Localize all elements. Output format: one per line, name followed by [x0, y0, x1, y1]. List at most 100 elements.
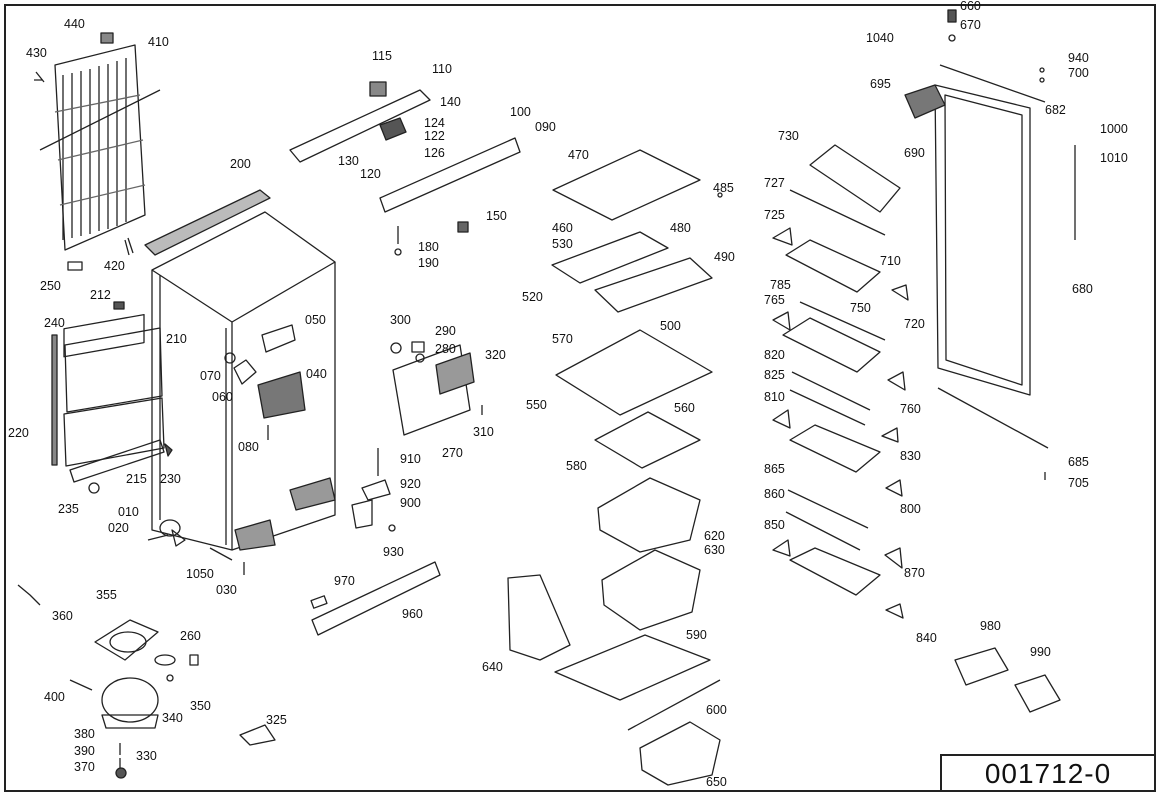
bottom-cover — [310, 561, 441, 636]
part-label: 490 — [714, 250, 735, 264]
fridge-door — [904, 9, 1076, 480]
control-housing — [289, 81, 521, 256]
part-label: 080 — [238, 440, 259, 454]
part-label: 030 — [216, 583, 237, 597]
part-label: 330 — [136, 749, 157, 763]
part-label: 350 — [190, 699, 211, 713]
part-label: 990 — [1030, 645, 1051, 659]
cabinet-body — [144, 189, 336, 551]
part-label: 140 — [440, 95, 461, 109]
drawers — [507, 477, 721, 786]
part-label: 800 — [900, 502, 921, 516]
condenser-coil — [39, 44, 161, 251]
part-label: 1010 — [1100, 151, 1128, 165]
part-label: 180 — [418, 240, 439, 254]
part-label: 920 — [400, 477, 421, 491]
part-label: 370 — [74, 760, 95, 774]
part-label: 750 — [850, 301, 871, 315]
part-label: 705 — [1068, 476, 1089, 490]
part-label: 682 — [1045, 103, 1066, 117]
part-label: 820 — [764, 348, 785, 362]
part-label: 860 — [764, 487, 785, 501]
hinge-parts — [351, 448, 396, 532]
part-label: 130 — [338, 154, 359, 168]
part-label: 830 — [900, 449, 921, 463]
part-label: 765 — [764, 293, 785, 307]
part-label: 200 — [230, 157, 251, 171]
part-label: 440 — [64, 17, 85, 31]
part-label: 110 — [432, 62, 452, 76]
part-label: 215 — [126, 472, 147, 486]
part-label: 600 — [706, 703, 727, 717]
part-label: 1040 — [866, 31, 894, 45]
part-label: 240 — [44, 316, 65, 330]
part-label: 620 — [704, 529, 725, 543]
part-label: 580 — [566, 459, 587, 473]
part-label: 060 — [212, 390, 233, 404]
part-label: 560 — [674, 401, 695, 415]
part-label: 090 — [535, 120, 556, 134]
part-label: 230 — [160, 472, 181, 486]
part-label: 720 — [904, 317, 925, 331]
part-label: 010 — [118, 505, 139, 519]
small-parts-left — [34, 32, 134, 310]
part-label: 430 — [26, 46, 47, 60]
part-label: 480 — [670, 221, 691, 235]
part-label: 1050 — [186, 567, 214, 581]
part-label: 550 — [526, 398, 547, 412]
part-label: 390 — [74, 744, 95, 758]
glass-shelves — [551, 149, 723, 731]
part-label: 355 — [96, 588, 117, 602]
part-label: 810 — [764, 390, 785, 404]
part-label: 212 — [90, 288, 111, 302]
part-label: 590 — [686, 628, 707, 642]
part-label: 210 — [166, 332, 187, 346]
part-label: 640 — [482, 660, 503, 674]
part-label: 120 — [360, 167, 381, 181]
part-label: 250 — [40, 279, 61, 293]
part-label: 930 — [383, 545, 404, 559]
part-label: 570 — [552, 332, 573, 346]
part-label: 310 — [473, 425, 494, 439]
part-label: 760 — [900, 402, 921, 416]
part-label: 400 — [44, 690, 65, 704]
part-label: 650 — [706, 775, 727, 789]
part-label: 220 — [8, 426, 29, 440]
part-label: 290 — [435, 324, 456, 338]
part-label: 100 — [510, 105, 531, 119]
cabinet-internals — [147, 324, 336, 575]
part-label: 940 — [1068, 51, 1089, 65]
part-label: 910 — [400, 452, 421, 466]
part-label: 050 — [305, 313, 326, 327]
part-label: 460 — [552, 221, 573, 235]
part-label: 115 — [372, 49, 392, 63]
part-label: 850 — [764, 518, 785, 532]
part-label: 410 — [148, 35, 169, 49]
part-label: 680 — [1072, 282, 1093, 296]
part-label: 960 — [402, 607, 423, 621]
part-label: 727 — [764, 176, 785, 190]
part-label: 870 — [904, 566, 925, 580]
part-label: 695 — [870, 77, 891, 91]
part-label: 340 — [162, 711, 183, 725]
drawing-number: 001712-0 — [940, 754, 1154, 792]
part-label: 725 — [764, 208, 785, 222]
part-label: 700 — [1068, 66, 1089, 80]
part-label: 530 — [552, 237, 573, 251]
part-label: 190 — [418, 256, 439, 270]
part-label: 500 — [660, 319, 681, 333]
part-label: 420 — [104, 259, 125, 273]
part-label: 260 — [180, 629, 201, 643]
compressor-assembly — [17, 584, 276, 779]
part-label: 685 — [1068, 455, 1089, 469]
rear-panels — [51, 313, 173, 494]
part-label: 280 — [435, 342, 456, 356]
egg-tray-and-butter — [954, 647, 1061, 713]
part-label: 040 — [306, 367, 327, 381]
part-label: 070 — [200, 369, 221, 383]
part-label: 520 — [522, 290, 543, 304]
part-label: 865 — [764, 462, 785, 476]
part-label: 825 — [764, 368, 785, 382]
part-label: 670 — [960, 18, 981, 32]
